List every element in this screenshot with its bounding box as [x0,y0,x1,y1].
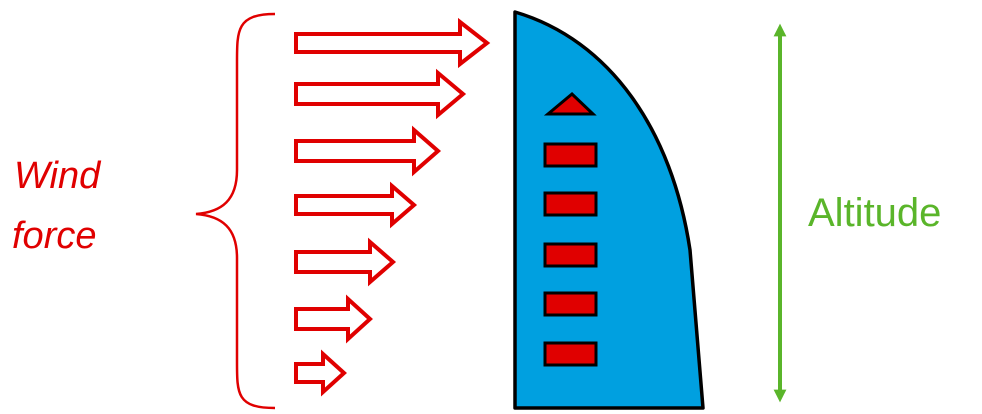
wind-arrow-icon [296,186,414,224]
wind-label-line1: Wind [14,155,102,197]
wind-arrow-icon [296,130,438,172]
wind-arrow-icon [296,22,487,64]
wind-arrow-icon [296,73,463,115]
window [545,193,596,215]
wind-arrow-icon [296,299,370,339]
building-shape [515,12,703,408]
window [545,343,596,365]
wind-arrow-icon [296,242,393,282]
window [545,293,596,315]
wind-label-line2: force [12,215,96,257]
window [545,244,596,266]
window [545,144,596,166]
wind-arrows [296,22,487,392]
wind-brace-icon [196,14,275,408]
wind-arrow-icon [296,354,344,392]
altitude-label: Altitude [808,191,941,235]
